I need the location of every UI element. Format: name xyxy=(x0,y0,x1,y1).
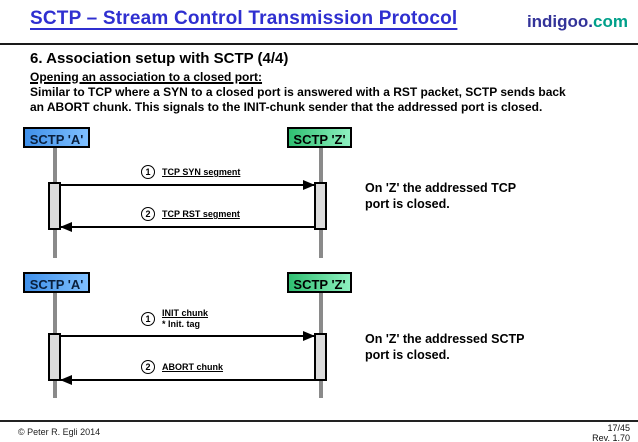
page-number: 17/45 xyxy=(607,423,630,433)
header-divider xyxy=(0,43,638,45)
message-text-2: ABORT chunk xyxy=(162,362,224,372)
activation-bar-a xyxy=(48,333,61,381)
note-line-1: On 'Z' the addressed SCTP xyxy=(365,332,525,346)
indigoo-logo: indigoo.com xyxy=(527,12,628,32)
sequence-diagram-tcp: SCTP 'A' SCTP 'Z' 1 TCP SYN segment 2 TC… xyxy=(0,127,638,258)
message-arrow-left xyxy=(60,222,314,232)
intro-line-2: an ABORT chunk. This signals to the INIT… xyxy=(30,100,543,114)
message-arrow-right xyxy=(61,180,315,190)
message-arrow-left xyxy=(60,375,314,385)
message-arrow-right xyxy=(61,331,315,341)
revision-number: Rev. 1.70 xyxy=(592,433,630,442)
logo-text-indigoo: indigoo. xyxy=(526,12,594,31)
activation-bar-a xyxy=(48,182,61,230)
actor-box-sctp-z: SCTP 'Z' xyxy=(287,272,352,293)
message-text-2: TCP RST segment xyxy=(162,209,240,219)
message-label-1: 1 INIT chunk * Init. tag xyxy=(141,308,208,330)
step-number-2: 2 xyxy=(141,360,155,374)
step-number-2: 2 xyxy=(141,207,155,221)
footer-copyright: © Peter R. Egli 2014 xyxy=(18,427,101,437)
note-line-1: On 'Z' the addressed TCP xyxy=(365,181,517,195)
step-number-1: 1 xyxy=(141,312,155,326)
note-line-2: port is closed. xyxy=(365,197,450,211)
section-subheading: Opening an association to a closed port: xyxy=(30,70,263,84)
message-label-2: 2 ABORT chunk xyxy=(141,360,223,374)
message-text-block: INIT chunk * Init. tag xyxy=(162,308,208,330)
footer-divider xyxy=(0,420,638,422)
message-label-1: 1 TCP SYN segment xyxy=(141,165,240,179)
sequence-diagram-sctp: SCTP 'A' SCTP 'Z' 1 INIT chunk * Init. t… xyxy=(0,272,638,398)
side-note-tcp: On 'Z' the addressed TCP port is closed. xyxy=(365,180,516,212)
message-text-1: INIT chunk xyxy=(162,308,209,318)
actor-box-sctp-z: SCTP 'Z' xyxy=(287,127,352,148)
message-label-2: 2 TCP RST segment xyxy=(141,207,240,221)
side-note-sctp: On 'Z' the addressed SCTP port is closed… xyxy=(365,331,524,363)
activation-bar-z xyxy=(314,182,327,230)
message-subtext-1: * Init. tag xyxy=(162,319,200,329)
step-number-1: 1 xyxy=(141,165,155,179)
section-heading: 6. Association setup with SCTP (4/4) xyxy=(30,50,289,67)
activation-bar-z xyxy=(314,333,327,381)
arrowhead-right-icon xyxy=(303,331,315,341)
actor-box-sctp-a: SCTP 'A' xyxy=(23,127,90,148)
intro-paragraph: Similar to TCP where a SYN to a closed p… xyxy=(30,85,566,115)
footer-page-info: 17/45 Rev. 1.70 xyxy=(592,423,630,442)
arrowhead-right-icon xyxy=(303,180,315,190)
note-line-2: port is closed. xyxy=(365,348,450,362)
logo-text-com: com xyxy=(593,12,628,31)
intro-line-1: Similar to TCP where a SYN to a closed p… xyxy=(30,85,566,99)
arrowhead-left-icon xyxy=(60,222,72,232)
actor-box-sctp-a: SCTP 'A' xyxy=(23,272,90,293)
page-title: SCTP – Stream Control Transmission Proto… xyxy=(30,8,458,29)
message-text-1: TCP SYN segment xyxy=(162,167,241,177)
arrowhead-left-icon xyxy=(60,375,72,385)
